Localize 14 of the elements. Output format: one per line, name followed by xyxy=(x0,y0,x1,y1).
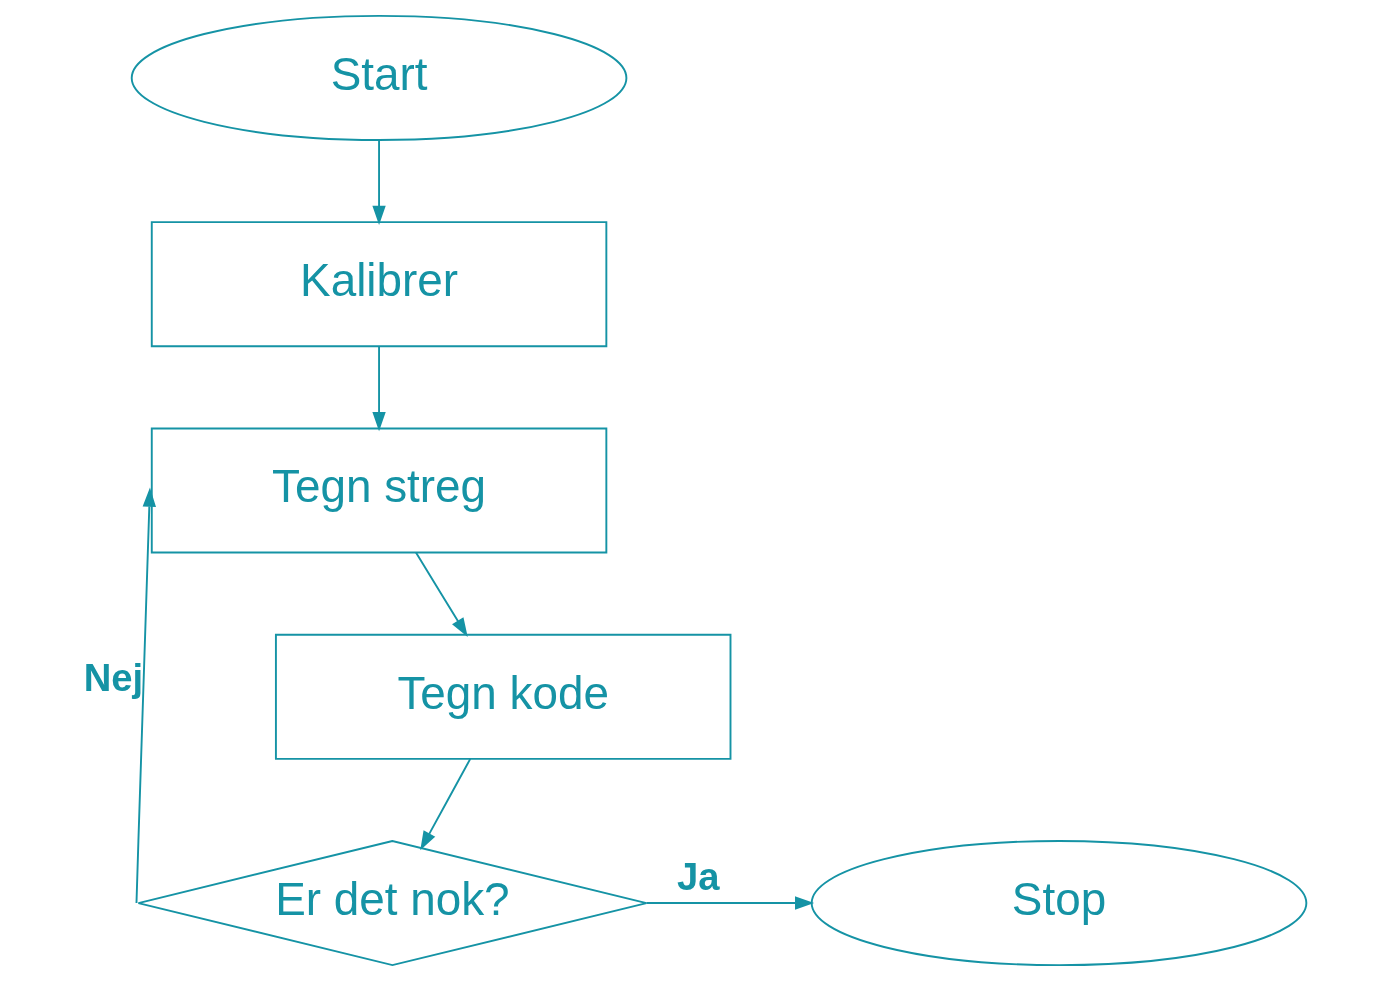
edge-label: Ja xyxy=(676,854,719,898)
arrow xyxy=(371,139,386,225)
edge-label: Nej xyxy=(83,656,143,700)
node-diamond: Er det nok? xyxy=(136,840,647,967)
node-box: Tegn streg xyxy=(150,427,607,554)
node-box: Tegn kode xyxy=(274,633,731,760)
arrow xyxy=(135,487,156,904)
node-ellipse: Start xyxy=(130,14,627,141)
node-ellipse: Stop xyxy=(810,840,1307,967)
arrow xyxy=(414,551,468,637)
node-box: Kalibrer xyxy=(150,221,607,348)
arrow xyxy=(419,757,471,851)
arrow xyxy=(371,345,386,432)
arrow xyxy=(645,896,814,910)
